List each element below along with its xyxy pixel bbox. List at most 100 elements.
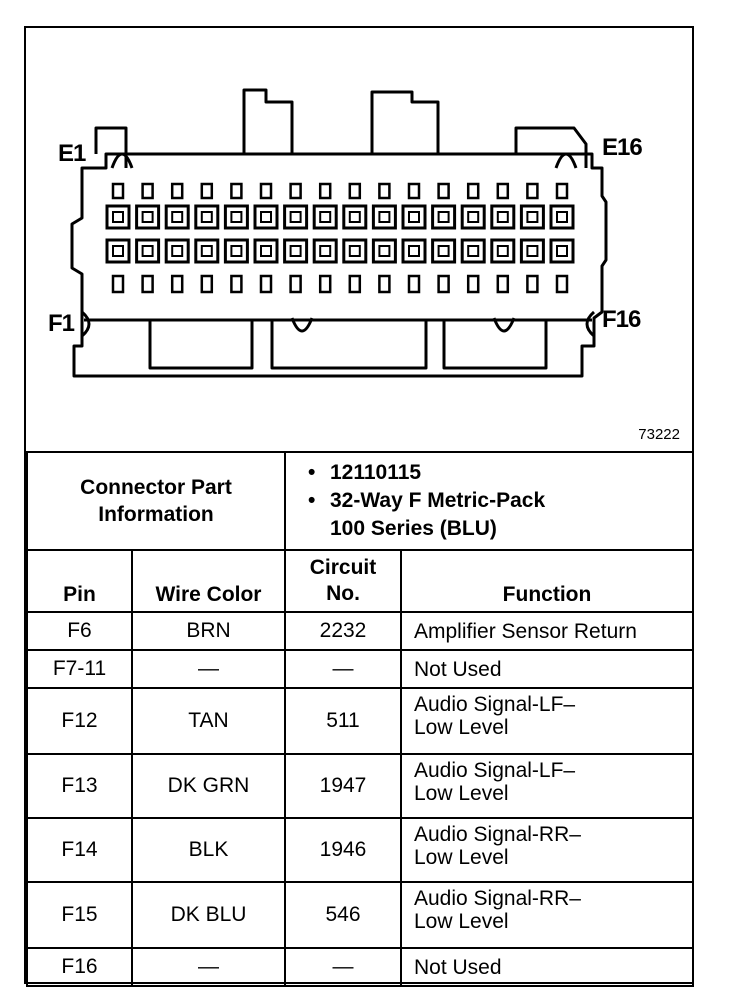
- pin-cavity-inner: [556, 245, 568, 257]
- pin-cavity-inner: [526, 245, 539, 257]
- pin-cavity-inner: [230, 211, 243, 223]
- pin-cavity-inner: [437, 245, 450, 257]
- function-line: Audio Signal-LF–: [414, 693, 576, 716]
- pin-cell: F12: [26, 687, 133, 755]
- pin-cavity: [490, 204, 516, 230]
- pin-cavity: [401, 204, 427, 230]
- top-latch-right: [370, 90, 440, 154]
- pin-cavity: [431, 204, 457, 230]
- connector-drawing: [70, 88, 608, 378]
- pin-cavity-inner: [289, 245, 302, 257]
- function-line: Audio Signal-RR–: [414, 887, 581, 910]
- pin-cavity-inner: [112, 211, 124, 223]
- pin-cavity: [312, 204, 338, 230]
- terminal-top: [289, 182, 302, 200]
- pin-cavity-inner: [200, 211, 213, 223]
- pinout-table: Connector Part Information 12110115 32-W…: [26, 451, 695, 987]
- pin-cavity-inner: [260, 245, 272, 257]
- figure-number: 73222: [638, 426, 680, 443]
- function-line: Not Used: [414, 955, 502, 979]
- function-cell: Audio Signal-LF–Low Level: [399, 687, 695, 755]
- pin-cavity-inner: [556, 211, 568, 223]
- pin-cavity: [283, 204, 309, 230]
- notch-bottom-right: [492, 317, 516, 333]
- pin-cavity: [194, 204, 220, 230]
- function-line: Not Used: [414, 657, 502, 681]
- terminal-bottom: [230, 274, 243, 294]
- header-function: Function: [399, 549, 695, 613]
- connector-info-details: 12110115 32-Way F Metric-Pack 100 Series…: [283, 451, 695, 551]
- table-row: F16——Not Used: [26, 947, 695, 987]
- pin-cavity-inner: [141, 211, 154, 223]
- pin-cavity-inner: [319, 211, 332, 223]
- pin-cavity: [371, 204, 397, 230]
- header-circuit: Circuit No.: [284, 549, 402, 613]
- terminal-top: [141, 182, 154, 200]
- pin-cavity-inner: [260, 211, 272, 223]
- pin-cavity: [283, 238, 309, 264]
- wire-color-cell: BLK: [131, 817, 286, 883]
- pin-cell: F13: [26, 753, 133, 819]
- terminal-top: [378, 182, 391, 200]
- pin-cavity: [253, 238, 279, 264]
- ear-right: [514, 126, 588, 168]
- pin-cavity: [460, 238, 486, 264]
- pin-cavity: [431, 238, 457, 264]
- terminal-bottom: [141, 274, 154, 294]
- pin-cavity: [135, 238, 161, 264]
- header-circuit-text: Circuit No.: [309, 556, 377, 605]
- terminal-bottom: [378, 274, 391, 294]
- connector-sheet: E1 E16 F1 F16 73222 Connector Part Infor…: [24, 26, 695, 987]
- connector-series: 100 Series (BLU): [330, 517, 497, 540]
- circuit-cell: —: [284, 649, 402, 689]
- terminal-bottom: [496, 274, 510, 294]
- terminal-top: [111, 182, 125, 200]
- pin-cavity: [312, 238, 338, 264]
- terminal-top: [170, 182, 184, 200]
- function-line: Low Level: [414, 910, 509, 933]
- pin-cavity-inner: [496, 245, 509, 257]
- pin-cavity-inner: [171, 245, 184, 257]
- terminal-bottom: [200, 274, 214, 294]
- notch-f16: [585, 310, 596, 338]
- wire-color-cell: —: [131, 649, 286, 689]
- pin-cavity: [342, 204, 368, 230]
- pin-cavity-inner: [408, 245, 420, 257]
- function-cell: Amplifier Sensor Return: [399, 611, 695, 651]
- notch-f1: [80, 310, 91, 338]
- pin-cavity: [460, 204, 486, 230]
- pin-cavity-inner: [378, 245, 391, 257]
- pin-label-f1: F1: [48, 310, 75, 337]
- bottom-key-1: [148, 320, 254, 370]
- terminal-top: [348, 182, 362, 200]
- circuit-cell: 546: [284, 881, 402, 949]
- connector-info-heading: Connector Part Information: [26, 451, 286, 551]
- terminal-bottom: [526, 274, 539, 294]
- pin-cell: F7-11: [26, 649, 133, 689]
- bottom-key-2: [270, 320, 428, 370]
- pin-cell: F15: [26, 881, 133, 949]
- terminal-top: [200, 182, 214, 200]
- pin-cell: F14: [26, 817, 133, 883]
- connector-diagram: E1 E16 F1 F16 73222: [26, 28, 692, 451]
- pin-cell: F16: [26, 947, 133, 987]
- pin-cavity: [490, 238, 516, 264]
- part-number: 12110115: [308, 459, 692, 487]
- pin-cavity: [519, 238, 545, 264]
- function-line: Low Level: [414, 716, 509, 739]
- pin-cavity-inner: [171, 211, 184, 223]
- terminal-bottom: [111, 274, 125, 294]
- pin-cavity-inner: [437, 211, 450, 223]
- terminal-bottom: [318, 274, 332, 294]
- terminal-top: [407, 182, 421, 200]
- connector-info-row: Connector Part Information 12110115 32-W…: [26, 451, 695, 551]
- pin-cavity-inner: [378, 211, 391, 223]
- function-cell: Audio Signal-RR–Low Level: [399, 817, 695, 883]
- pin-cavity: [194, 238, 220, 264]
- wire-color-cell: BRN: [131, 611, 286, 651]
- table-row: F7-11——Not Used: [26, 649, 695, 689]
